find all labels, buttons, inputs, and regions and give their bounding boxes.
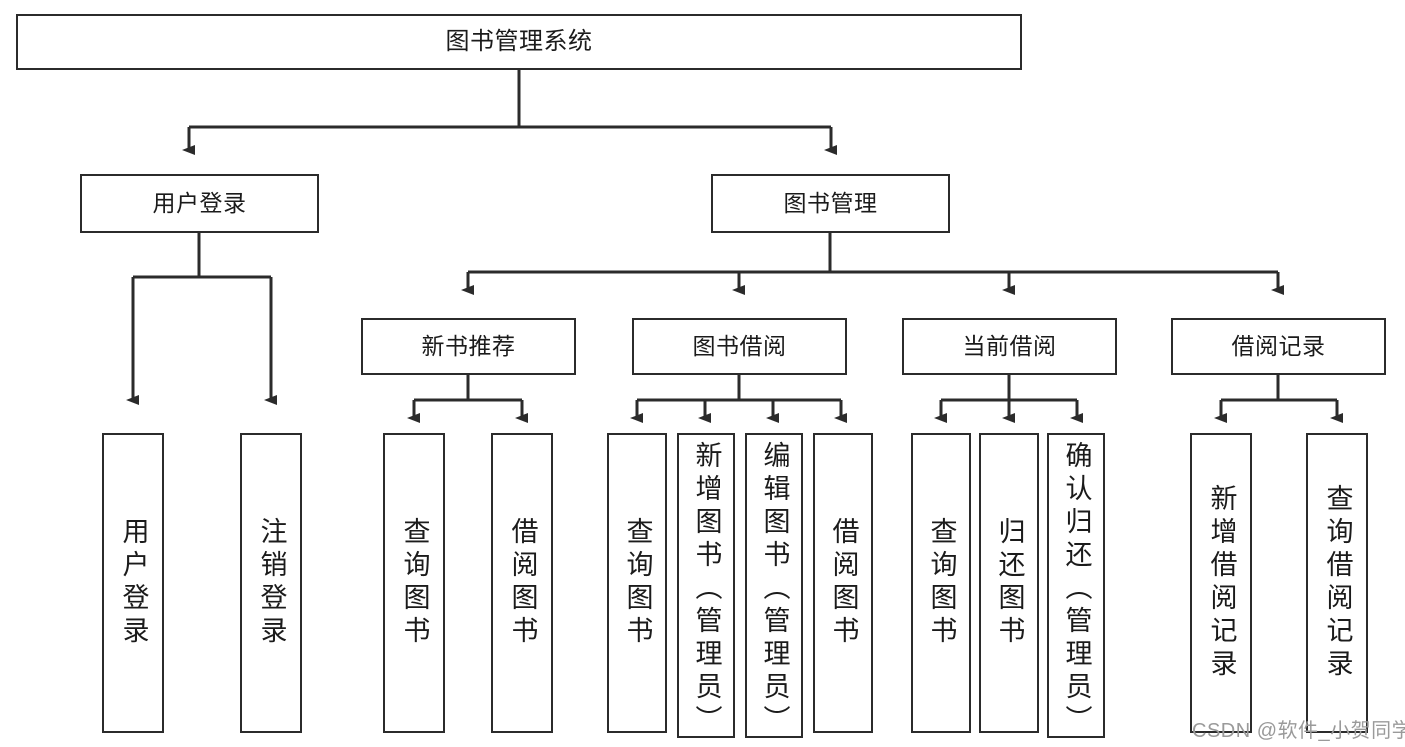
node-root[interactable]: 图书管理系统 xyxy=(16,14,1022,70)
node-leaf-add-record[interactable]: 新增借阅记录 xyxy=(1190,433,1252,733)
node-leaf-query-record-label: 查询借阅记录 xyxy=(1322,484,1353,682)
node-leaf-user-login-label: 用户登录 xyxy=(118,517,149,649)
node-leaf-return-book[interactable]: 归还图书 xyxy=(979,433,1039,733)
node-leaf-query-book-2-label: 查询图书 xyxy=(622,517,653,649)
node-book-borrow[interactable]: 图书借阅 xyxy=(632,318,847,375)
node-root-label: 图书管理系统 xyxy=(445,28,593,55)
csdn-watermark: CSDN @软件_小贺同学 xyxy=(1192,720,1405,742)
node-book-manage[interactable]: 图书管理 xyxy=(711,174,950,233)
node-new-book-rec-label: 新书推荐 xyxy=(421,333,516,359)
node-leaf-query-book-3-label: 查询图书 xyxy=(926,517,957,649)
node-leaf-query-record[interactable]: 查询借阅记录 xyxy=(1306,433,1368,733)
node-book-manage-label: 图书管理 xyxy=(783,190,878,216)
node-leaf-confirm-return-label: 确认归还（管理员） xyxy=(1061,441,1092,738)
node-leaf-logout-login-label: 注销登录 xyxy=(256,517,287,649)
node-leaf-query-book-3[interactable]: 查询图书 xyxy=(911,433,971,733)
node-leaf-user-login[interactable]: 用户登录 xyxy=(102,433,164,733)
node-leaf-edit-book[interactable]: 编辑图书（管理员） xyxy=(745,433,803,738)
node-leaf-confirm-return[interactable]: 确认归还（管理员） xyxy=(1047,433,1105,738)
node-leaf-add-record-label: 新增借阅记录 xyxy=(1206,484,1237,682)
node-new-book-rec[interactable]: 新书推荐 xyxy=(361,318,576,375)
node-leaf-borrow-book-1[interactable]: 借阅图书 xyxy=(491,433,553,733)
node-leaf-query-book-1-label: 查询图书 xyxy=(399,517,430,649)
node-leaf-borrow-book-1-label: 借阅图书 xyxy=(507,517,538,649)
node-leaf-logout-login[interactable]: 注销登录 xyxy=(240,433,302,733)
node-leaf-return-book-label: 归还图书 xyxy=(994,517,1025,649)
node-book-borrow-label: 图书借阅 xyxy=(692,333,787,359)
node-leaf-query-book-1[interactable]: 查询图书 xyxy=(383,433,445,733)
node-borrow-record[interactable]: 借阅记录 xyxy=(1171,318,1386,375)
node-current-borrow[interactable]: 当前借阅 xyxy=(902,318,1117,375)
node-leaf-borrow-book-2-label: 借阅图书 xyxy=(828,517,859,649)
node-leaf-borrow-book-2[interactable]: 借阅图书 xyxy=(813,433,873,733)
node-leaf-query-book-2[interactable]: 查询图书 xyxy=(607,433,667,733)
node-leaf-edit-book-label: 编辑图书（管理员） xyxy=(759,441,790,738)
node-current-borrow-label: 当前借阅 xyxy=(962,333,1057,359)
node-leaf-add-book-label: 新增图书（管理员） xyxy=(691,441,722,738)
node-borrow-record-label: 借阅记录 xyxy=(1231,333,1326,359)
node-leaf-add-book[interactable]: 新增图书（管理员） xyxy=(677,433,735,738)
node-user-login-label: 用户登录 xyxy=(152,190,247,216)
node-user-login[interactable]: 用户登录 xyxy=(80,174,319,233)
